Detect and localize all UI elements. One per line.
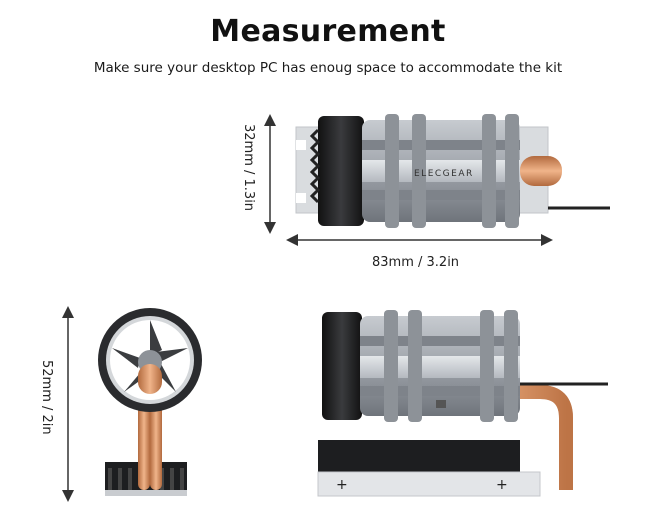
svg-text:+: + [336, 477, 348, 493]
page-title: Measurement [210, 14, 446, 49]
height-label-side: 52mm / 2in [39, 360, 54, 435]
height-label-top: 32mm / 1.3in [241, 124, 256, 212]
svg-text:+: + [496, 477, 508, 493]
side-view-fan [98, 308, 202, 496]
front-view-heatsink: + + [317, 310, 608, 497]
length-label-top: 83mm / 3.2in [372, 255, 460, 270]
top-view-heatsink: ELECGEAR [295, 114, 610, 228]
page-subtitle: Make sure your desktop PC has enoug spac… [93, 60, 563, 76]
brand-logo: ELECGEAR [414, 169, 474, 179]
